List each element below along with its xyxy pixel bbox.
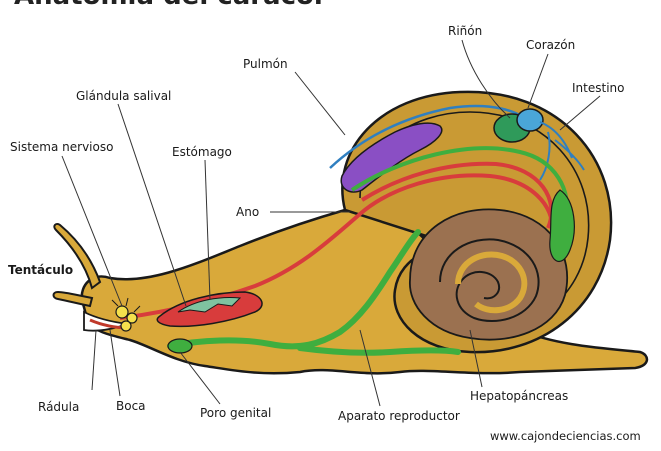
genital-pore-organ bbox=[167, 338, 193, 354]
label-boca: Boca bbox=[116, 399, 146, 413]
lower-tentacle bbox=[52, 290, 94, 308]
label-poro-genital: Poro genital bbox=[200, 406, 271, 420]
label-radula: Rádula bbox=[38, 400, 79, 414]
shell-spiral-inner bbox=[439, 238, 540, 322]
shell-green-band bbox=[350, 146, 570, 221]
label-tentaculo: Tentáculo bbox=[8, 263, 73, 277]
label-glandula-salival: Glándula salival bbox=[76, 89, 171, 103]
nervous-system-organ bbox=[111, 297, 141, 332]
diagram-title: Anatomía del caracol bbox=[14, 0, 323, 11]
upper-tentacle bbox=[53, 222, 102, 290]
label-hepatopancreas: Hepatopáncreas bbox=[470, 389, 568, 403]
shell-spiral-fill bbox=[455, 251, 528, 314]
heart-vessels bbox=[539, 121, 585, 181]
reproductive-gland bbox=[549, 189, 575, 263]
label-pulmon: Pulmón bbox=[243, 57, 288, 71]
label-ano: Ano bbox=[236, 205, 259, 219]
label-corazon: Corazón bbox=[526, 38, 575, 52]
heart-organ bbox=[516, 108, 544, 132]
leader-lines bbox=[61, 39, 601, 407]
label-aparato-reproductor: Aparato reproductor bbox=[338, 409, 460, 423]
pulmonary-vessel bbox=[329, 104, 533, 169]
label-intestino: Intestino bbox=[572, 81, 624, 95]
label-sistema-nervioso: Sistema nervioso bbox=[10, 140, 113, 154]
source-url: www.cajondeciencias.com bbox=[490, 429, 641, 443]
salivary-gland-organ bbox=[177, 297, 242, 313]
lung-organ bbox=[340, 122, 443, 193]
label-estomago: Estómago bbox=[172, 145, 232, 159]
label-rinon: Riñón bbox=[448, 24, 482, 38]
reproductive-organ bbox=[167, 229, 461, 356]
